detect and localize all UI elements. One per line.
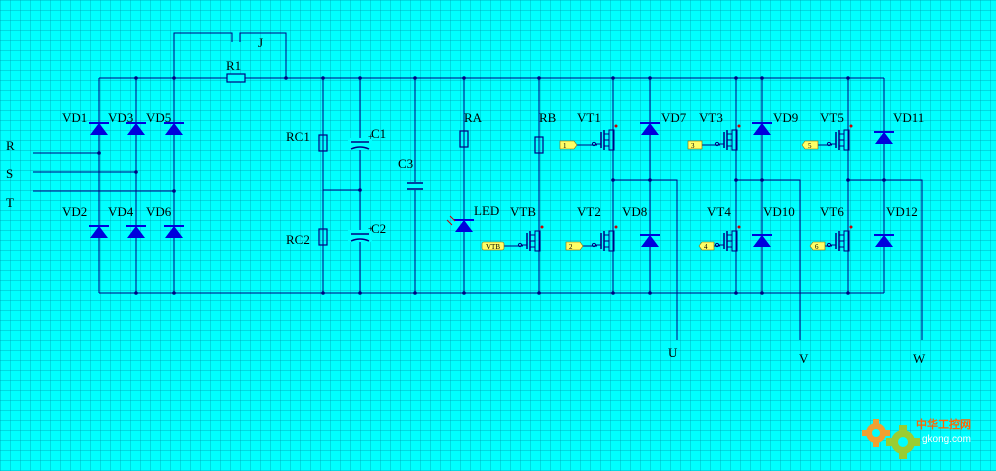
label-j: J — [258, 35, 263, 50]
igbt-vt4 — [714, 224, 742, 252]
label-vt2: VT2 — [577, 204, 601, 219]
label-vd9: VD9 — [773, 110, 798, 125]
label-c2: C2 — [371, 221, 386, 236]
watermark-url: gkong.com — [922, 434, 971, 445]
diode-vd6 — [163, 225, 185, 239]
gear-icon — [886, 425, 920, 459]
component-labels: R S T R1 J VD1 VD3 VD5 VD2 VD4 VD6 RC1 R… — [6, 35, 926, 366]
svg-text:3: 3 — [691, 142, 695, 150]
label-vd4: VD4 — [108, 204, 134, 219]
label-v: V — [799, 351, 809, 366]
diode-vd9 — [751, 122, 773, 136]
label-t: T — [6, 195, 14, 210]
svg-text:5: 5 — [808, 142, 812, 150]
label-vt4: VT4 — [707, 204, 731, 219]
led — [446, 215, 475, 233]
label-vd7: VD7 — [661, 110, 687, 125]
gate-tag-6: 6 — [809, 241, 826, 251]
svg-text:4: 4 — [704, 243, 708, 251]
gate-tag-1: 1 — [559, 140, 578, 150]
label-u: U — [668, 345, 678, 360]
resistor-r1 — [226, 73, 246, 83]
label-vt3: VT3 — [699, 110, 723, 125]
label-vd3: VD3 — [108, 110, 133, 125]
label-rc1: RC1 — [286, 129, 310, 144]
watermark-brand: 中华工控网 — [916, 417, 971, 431]
igbt-vt1 — [591, 123, 619, 151]
diode-vd4 — [125, 225, 147, 239]
label-vd10: VD10 — [763, 204, 795, 219]
igbt-vt5 — [826, 123, 854, 151]
label-vd11: VD11 — [893, 110, 924, 125]
svg-text:1: 1 — [563, 142, 567, 150]
label-rb: RB — [539, 110, 557, 125]
gate-tag-3: 3 — [687, 140, 703, 150]
label-vd12: VD12 — [886, 204, 918, 219]
gate-tag-vtb: VTB — [481, 241, 505, 251]
label-s: S — [6, 166, 13, 181]
label-c1: C1 — [371, 126, 386, 141]
junctions — [97, 76, 886, 295]
gate-tag-5: 5 — [801, 140, 819, 150]
label-vtb: VTB — [510, 204, 536, 219]
igbt-vt6 — [826, 224, 854, 252]
diode-vd11 — [873, 131, 895, 145]
label-vd1: VD1 — [62, 110, 87, 125]
label-vt6: VT6 — [820, 204, 844, 219]
label-w: W — [913, 351, 926, 366]
igbt-vtb — [517, 224, 545, 252]
gate-tag-2: 2 — [565, 241, 584, 251]
label-vd5: VD5 — [146, 110, 171, 125]
label-r1: R1 — [226, 58, 241, 73]
svg-text:2: 2 — [569, 243, 573, 251]
label-r: R — [6, 138, 15, 153]
label-c3: C3 — [398, 156, 413, 171]
svg-text:VTB: VTB — [486, 243, 500, 251]
gear-icon — [862, 419, 890, 447]
diode-vd1 — [88, 122, 110, 136]
diode-vd10 — [751, 234, 773, 248]
watermark: 中华工控网 gkong.com — [862, 417, 971, 459]
diode-vd2 — [88, 225, 110, 239]
igbt-vt3 — [714, 123, 742, 151]
capacitor-c3 — [406, 182, 424, 190]
diode-vd12 — [873, 234, 895, 248]
diode-vd8 — [639, 234, 661, 248]
label-ra: RA — [464, 110, 483, 125]
label-vd8: VD8 — [622, 204, 647, 219]
label-vt1: VT1 — [577, 110, 601, 125]
label-vt5: VT5 — [820, 110, 844, 125]
wires — [33, 32, 923, 340]
label-rc2: RC2 — [286, 232, 310, 247]
label-vd6: VD6 — [146, 204, 172, 219]
label-vd2: VD2 — [62, 204, 87, 219]
diode-vd7 — [639, 122, 661, 136]
label-led: LED — [474, 203, 499, 218]
gate-tag-4: 4 — [698, 241, 715, 251]
igbt-vt2 — [591, 224, 619, 252]
svg-text:6: 6 — [815, 243, 819, 251]
